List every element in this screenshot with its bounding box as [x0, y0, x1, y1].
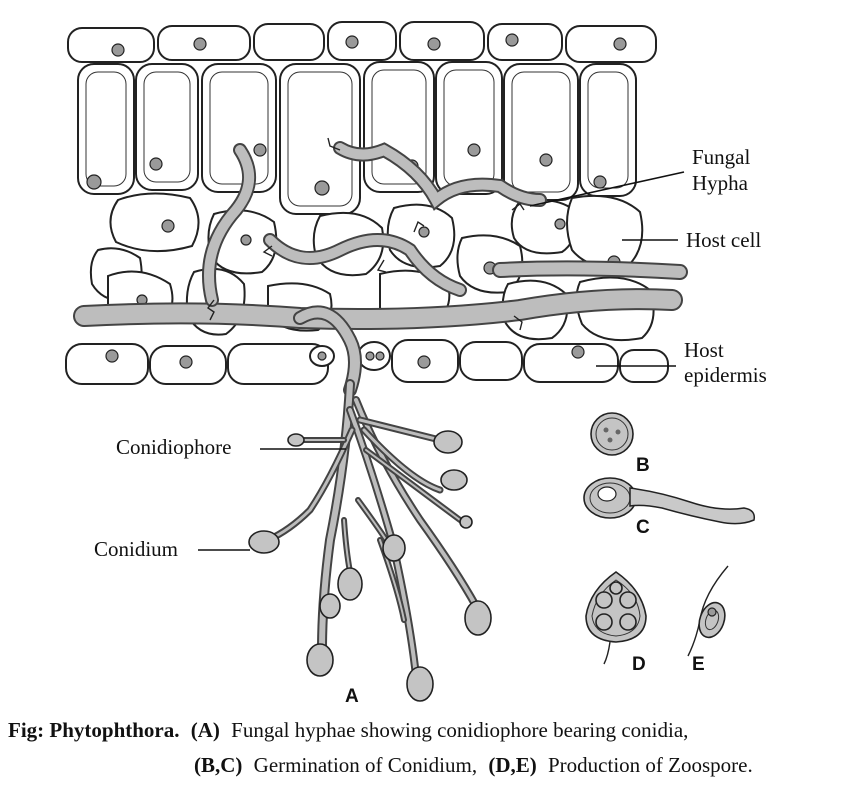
conidium — [382, 534, 406, 562]
label-panel-c: C — [636, 517, 650, 538]
caption-bc-text: Germination of Conidium, — [254, 753, 477, 777]
caption-prefix: Fig: Phytophthora. — [8, 718, 180, 742]
label-host-epidermis-line1: Host — [684, 338, 724, 362]
conidium — [306, 643, 334, 677]
fungal-hypha-leader — [529, 171, 685, 207]
label-fungal-hypha-line1: Fungal — [692, 145, 751, 169]
conidium — [440, 469, 468, 491]
conidium — [464, 600, 492, 636]
lower-epidermis — [65, 339, 669, 385]
caption-de-tag: (D,E) — [488, 753, 536, 777]
host-tissue — [65, 21, 669, 385]
panel-d-zoospore-production — [585, 571, 647, 665]
conidium — [319, 593, 341, 619]
caption-a-tag: (A) — [191, 718, 220, 742]
panel-c-germination — [583, 477, 756, 525]
label-fungal-hypha-line2: Hypha — [692, 171, 749, 195]
label-host-epidermis-line2: epidermis — [684, 363, 767, 387]
label-panel-e: E — [692, 654, 705, 675]
conidium — [287, 433, 305, 447]
svg-text:Fig: Phytophthora. (A): Fig: Phytophthora. (A) Fungal hyphae sho… — [8, 718, 688, 742]
conidium — [459, 515, 473, 529]
label-host-cell: Host cell — [686, 228, 761, 252]
conidium — [337, 567, 363, 601]
labels: Fungal Hypha Host cell Host epidermis Co… — [94, 145, 767, 707]
label-conidium: Conidium — [94, 537, 178, 561]
palisade-cells — [77, 61, 637, 215]
panel-e-zoospore — [687, 565, 729, 657]
upper-epidermis — [67, 21, 657, 63]
label-panel-d: D — [632, 654, 646, 675]
conidia — [248, 430, 492, 702]
conidium — [406, 666, 434, 702]
caption-de-text: Production of Zoospore. — [548, 753, 753, 777]
label-panel-a: A — [345, 686, 359, 707]
conidium — [433, 430, 463, 454]
intercellular-hyphae — [73, 137, 688, 397]
conidium — [248, 530, 280, 554]
haustoria — [206, 137, 525, 331]
panel-b-conidium — [590, 412, 634, 456]
caption-a-text: Fungal hyphae showing conidiophore beari… — [231, 718, 688, 742]
conidiophore-branches — [264, 379, 480, 680]
label-panel-b: B — [636, 455, 650, 476]
figure-caption: Fig: Phytophthora. (A) Fungal hyphae sho… — [8, 718, 753, 777]
label-conidiophore: Conidiophore — [116, 435, 232, 459]
caption-bc-tag: (B,C) — [194, 753, 242, 777]
svg-text:(B,C) Germination of Con: (B,C) Germination of Conidium, (D,E) Pro… — [194, 753, 753, 777]
